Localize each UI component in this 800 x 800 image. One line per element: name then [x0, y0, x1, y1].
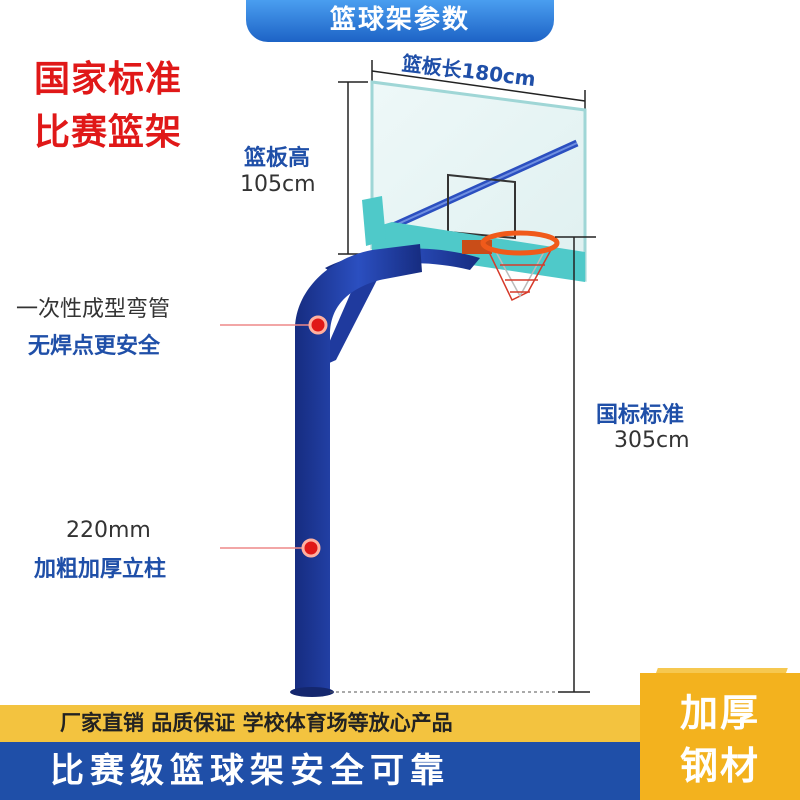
- headline-line2: 比赛篮架: [34, 112, 183, 153]
- pillar-feature-line1: 220mm: [66, 518, 151, 543]
- badge-line2: 钢材: [679, 744, 760, 788]
- board-height-value: 105cm: [240, 172, 316, 197]
- footer-main-text: 比赛级篮球架安全可靠: [50, 751, 450, 791]
- bend-feature-line1: 一次性成型弯管: [16, 297, 171, 322]
- board-height-label: 篮板高: [244, 146, 311, 171]
- thick-steel-badge: [640, 673, 800, 800]
- footer-slogan: 厂家直销 品质保证 学校体育场等放心产品: [60, 711, 453, 735]
- pillar-feature-line2: 加粗加厚立柱: [34, 557, 167, 582]
- board-width-dimension: [371, 60, 586, 112]
- pillar-callout: [220, 538, 321, 558]
- headline-line1: 国家标准: [34, 59, 183, 100]
- badge-line1: 加厚: [679, 691, 760, 735]
- board-height-dimension: [338, 81, 368, 255]
- bend-feature-line2: 无焊点更安全: [28, 334, 161, 359]
- backboard: [362, 80, 587, 282]
- rim-height-label: 国标标准: [596, 403, 685, 428]
- header-title: 篮球架参数: [329, 5, 470, 35]
- footer-slogan-bar: [0, 705, 640, 742]
- rim-height-value: 305cm: [614, 428, 690, 453]
- main-pole: [295, 244, 422, 690]
- basketball-rim: [462, 230, 560, 302]
- header-banner: 篮球架参数: [246, 0, 554, 42]
- bend-callout: [220, 315, 328, 335]
- rim-height-dimension: [330, 236, 596, 693]
- footer-main-bar: [0, 742, 640, 800]
